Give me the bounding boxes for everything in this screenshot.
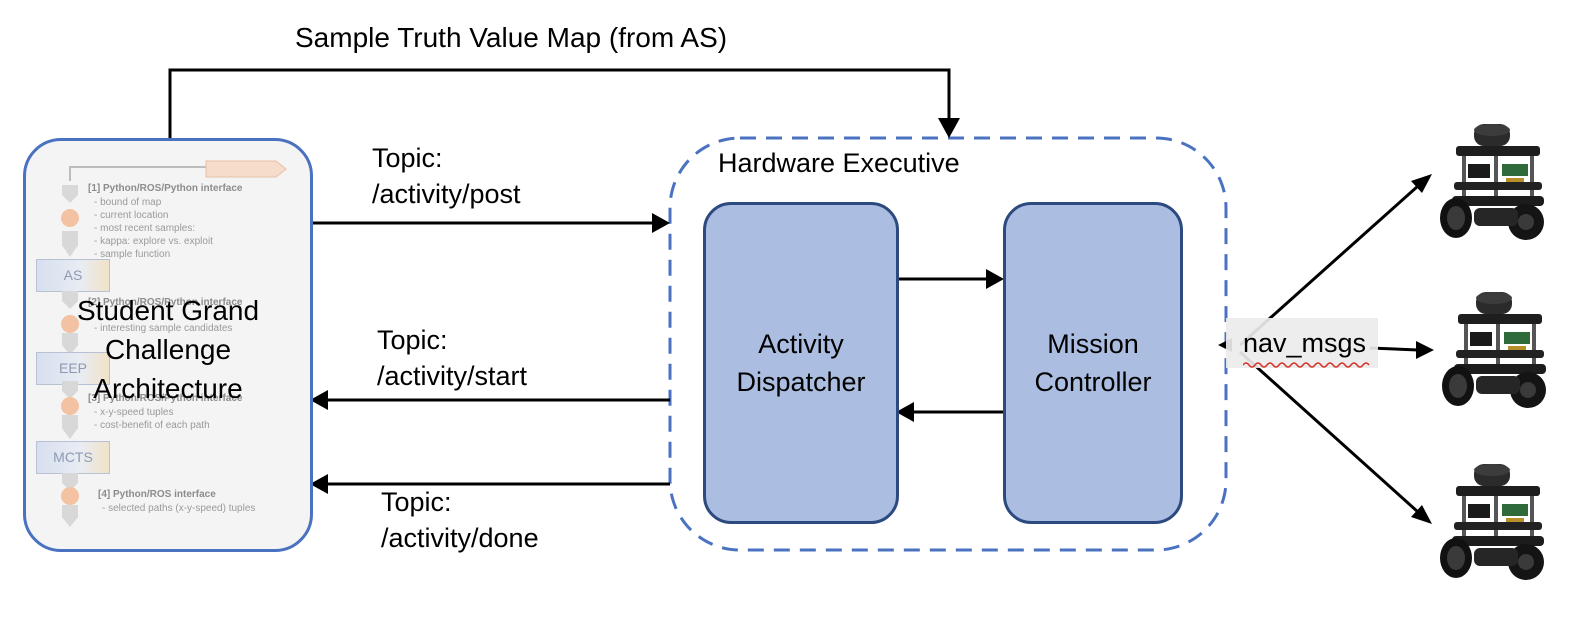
step-3-chevron: [62, 381, 78, 399]
step-2-heading: [2] Python/ROS/Python interface: [88, 297, 243, 308]
topic-start-label: Topic: /activity/start: [377, 322, 527, 394]
topic-post-label: Topic: /activity/post: [372, 140, 521, 212]
turtlebot-icon: [1442, 292, 1546, 408]
step-3-dot: [61, 397, 79, 415]
nav-msgs-label: nav_msgs: [1243, 328, 1367, 358]
topic-start-line-2: /activity/start: [377, 361, 528, 391]
activity-dispatcher-line: Activity: [758, 329, 844, 359]
step-1-chevron: [62, 185, 78, 203]
start-arrow-head: [310, 390, 328, 410]
topic-start-line-1: Topic:: [377, 325, 448, 355]
step-2-chevron: [62, 291, 78, 309]
student-architecture-box: [1] Python/ROS/Python interface - bound …: [23, 138, 313, 552]
step-1-item: - current location: [94, 210, 169, 221]
topic-done-line-1: Topic:: [381, 487, 452, 517]
turtlebot-icon: [1440, 124, 1544, 240]
step-4-heading: [4] Python/ROS interface: [98, 489, 216, 500]
step-1-arrow: [62, 231, 78, 257]
step-3-item: - x-y-speed tuples: [94, 407, 174, 418]
step-1-item: - sample function: [94, 249, 171, 260]
topic-post-line-2: /activity/post: [372, 179, 521, 209]
activity-dispatcher-line: Dispatcher: [736, 367, 866, 397]
flow-line: [69, 160, 287, 181]
step-2-arrow: [62, 333, 78, 355]
controller-to-dispatch-head: [896, 402, 914, 422]
step-3-heading: [3] Python/ROS/Python interface: [88, 393, 243, 404]
student-architecture-title-line: Architecture: [93, 373, 243, 404]
post-arrow-head: [652, 213, 670, 233]
feedback-label: Sample Truth Value Map (from AS): [295, 22, 728, 53]
robot-1-arrow-head: [1411, 174, 1432, 193]
student-architecture-title-line: Student Grand: [76, 295, 260, 326]
student-architecture-title: Student Grand Challenge Architecture: [26, 291, 310, 408]
mission-controller-line: Controller: [1034, 367, 1152, 397]
step-4-dot: [61, 487, 79, 505]
mission-controller-line: Mission: [1047, 329, 1139, 359]
step-4-chevron: [62, 473, 78, 491]
robot-image: [1436, 290, 1556, 410]
nav-msgs-label-background: [1226, 318, 1378, 368]
step-1-item: - kappa: explore vs. exploit: [94, 236, 213, 247]
step-4-arrow: [62, 505, 78, 527]
as-box: AS: [36, 259, 110, 292]
step-2-item: - interesting sample candidates: [94, 323, 233, 334]
architecture-background-flow: [1] Python/ROS/Python interface - bound …: [26, 141, 310, 549]
eep-box: EEP: [36, 352, 110, 385]
topic-done-line-2: /activity/done: [381, 523, 539, 553]
step-1-heading: [1] Python/ROS/Python interface: [88, 183, 243, 194]
robot-2-arrow-head: [1416, 341, 1434, 359]
robot-image: [1434, 462, 1554, 582]
feedback-arrow-head: [938, 118, 960, 138]
done-arrow-head: [310, 474, 328, 494]
topic-done-label: Topic: /activity/done: [381, 484, 539, 556]
spellcheck-squiggle: [1243, 362, 1370, 368]
step-1-dot: [61, 209, 79, 227]
dispatch-to-controller-head: [986, 269, 1004, 289]
step-2-dot: [61, 315, 79, 333]
step-1-item: - most recent samples:: [94, 223, 196, 234]
mission-controller-box: Mission Controller: [1003, 202, 1183, 524]
topic-post-line-1: Topic:: [372, 143, 443, 173]
activity-dispatcher-box: Activity Dispatcher: [703, 202, 899, 524]
robot-2-arrow: [1369, 346, 1419, 352]
feedback-arrow: [168, 68, 951, 138]
robot-3-arrow-head: [1411, 505, 1432, 524]
turtlebot-icon: [1440, 464, 1544, 580]
step-1-item: - bound of map: [94, 197, 162, 208]
hardware-executive-title: Hardware Executive: [718, 148, 960, 178]
robot-3-arrow: [1238, 350, 1420, 514]
mcts-box: MCTS: [36, 441, 110, 474]
step-3-item: - cost-benefit of each path: [94, 420, 210, 431]
step-4-item: - selected paths (x-y-speed) tuples: [102, 503, 256, 514]
robot-image: [1434, 122, 1554, 242]
student-architecture-title-line: Challenge: [104, 334, 232, 365]
step-3-arrow: [62, 415, 78, 439]
